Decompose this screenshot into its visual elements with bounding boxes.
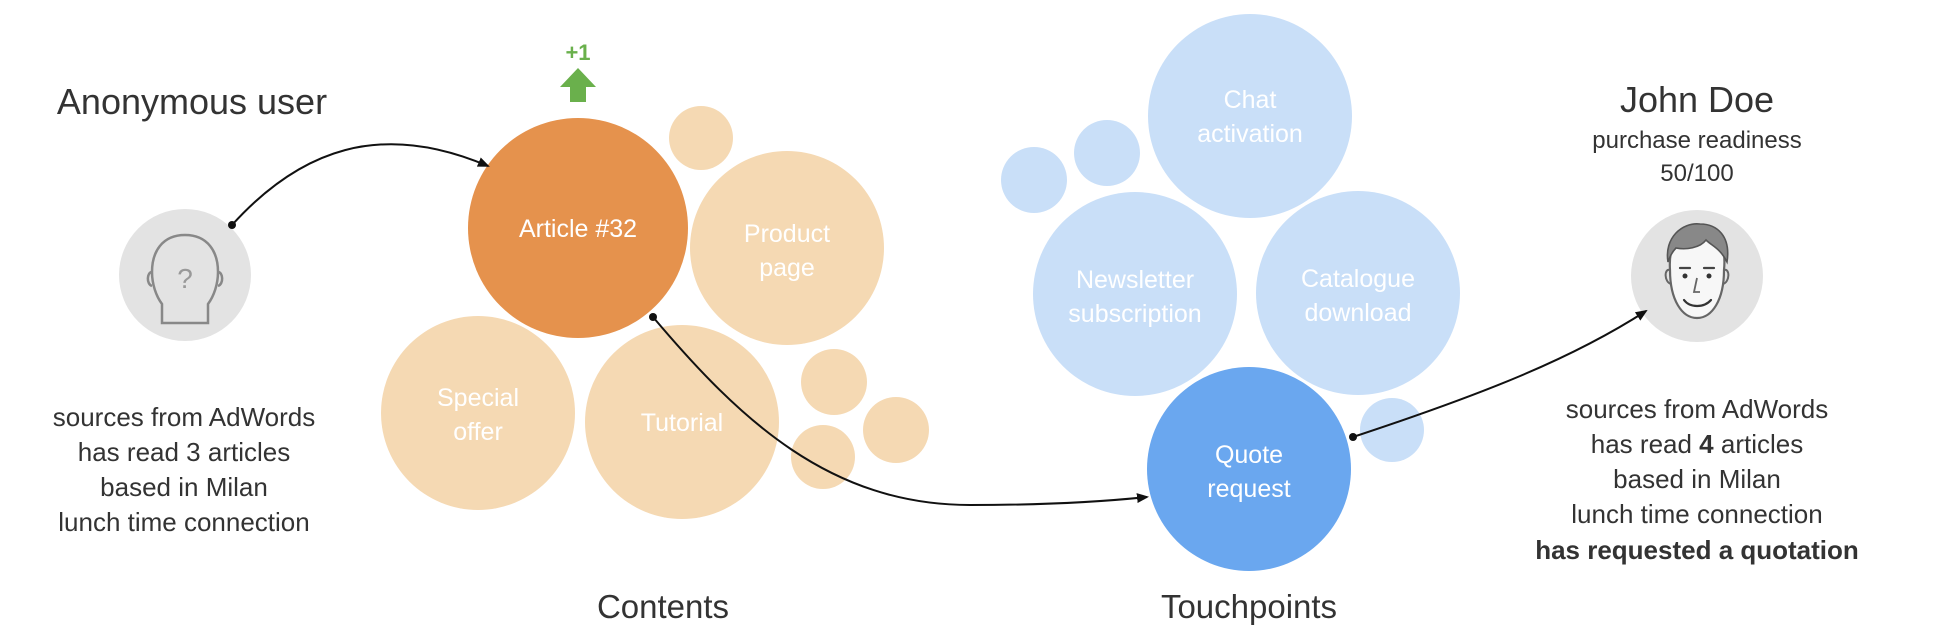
john-doe-avatar	[1631, 210, 1763, 342]
content-bubble-small	[669, 106, 733, 170]
contents-label: Contents	[597, 588, 729, 625]
catalogue-bubble	[1256, 191, 1460, 395]
content-bubble-small	[801, 349, 867, 415]
product-page-label: Product	[744, 220, 830, 248]
purchase-readiness-label: purchase readiness	[1592, 127, 1801, 154]
article-label: Article #32	[519, 215, 637, 243]
chat-activation-bubble	[1148, 14, 1352, 218]
catalogue-label: download	[1304, 299, 1411, 327]
fact-line-part: articles	[1714, 429, 1804, 459]
fact-line: based in Milan	[1613, 464, 1781, 494]
svg-text:?: ?	[177, 263, 193, 294]
boost-indicator: +1	[560, 40, 596, 102]
quote-request-label: Quote	[1215, 441, 1283, 469]
fact-line: has read 4 articles	[1591, 429, 1803, 459]
touchpoint-bubble-small	[1074, 120, 1140, 186]
product-page-bubble	[690, 151, 884, 345]
fact-line-emphasis: has requested a quotation	[1535, 535, 1859, 565]
quote-request-bubble	[1147, 367, 1351, 571]
user-face-icon	[1664, 223, 1730, 320]
fact-line: has read 3 articles	[78, 437, 290, 467]
tutorial-label: Tutorial	[641, 409, 723, 437]
touchpoints-label: Touchpoints	[1161, 588, 1337, 625]
catalogue-label: Catalogue	[1301, 265, 1415, 293]
tutorial-bubble	[585, 325, 779, 519]
anonymous-head-icon: ?	[146, 233, 224, 325]
product-page-label: page	[759, 254, 815, 282]
touchpoint-bubble-small	[1001, 147, 1067, 213]
newsletter-bubble	[1033, 192, 1237, 396]
touchpoint-bubble-small	[1360, 398, 1424, 462]
content-bubble-small	[863, 397, 929, 463]
quote-request-label: request	[1207, 475, 1290, 503]
article-bubble	[468, 118, 688, 338]
fact-line: sources from AdWords	[1566, 394, 1829, 424]
fact-line: sources from AdWords	[53, 402, 316, 432]
connectors	[228, 143, 1648, 507]
fact-line: lunch time connection	[1571, 499, 1822, 529]
connector-arrow	[1352, 309, 1648, 438]
john-doe-facts: sources from AdWords has read 4 articles…	[1535, 394, 1859, 565]
connector-arrow	[652, 316, 1149, 507]
anonymous-avatar: ?	[119, 209, 251, 341]
newsletter-label: Newsletter	[1076, 266, 1194, 294]
content-bubble-small	[791, 425, 855, 489]
anonymous-user-title: Anonymous user	[57, 81, 327, 122]
up-arrow-icon	[560, 68, 596, 102]
anonymous-facts: sources from AdWords has read 3 articles…	[53, 402, 316, 537]
purchase-readiness-score: 50/100	[1660, 160, 1733, 187]
newsletter-label: subscription	[1068, 300, 1201, 328]
fact-line: based in Milan	[100, 472, 268, 502]
john-doe-title: John Doe	[1620, 79, 1774, 120]
fact-line: lunch time connection	[58, 507, 309, 537]
special-offer-bubble	[381, 316, 575, 510]
chat-activation-label: Chat	[1224, 86, 1277, 114]
boost-label: +1	[565, 40, 590, 65]
chat-activation-label: activation	[1197, 120, 1303, 148]
special-offer-label: Special	[437, 384, 519, 412]
fact-line-bold: 4	[1699, 429, 1714, 459]
connector-arrow	[231, 143, 490, 226]
special-offer-label: offer	[453, 418, 503, 446]
fact-line-part: has read	[1591, 429, 1699, 459]
